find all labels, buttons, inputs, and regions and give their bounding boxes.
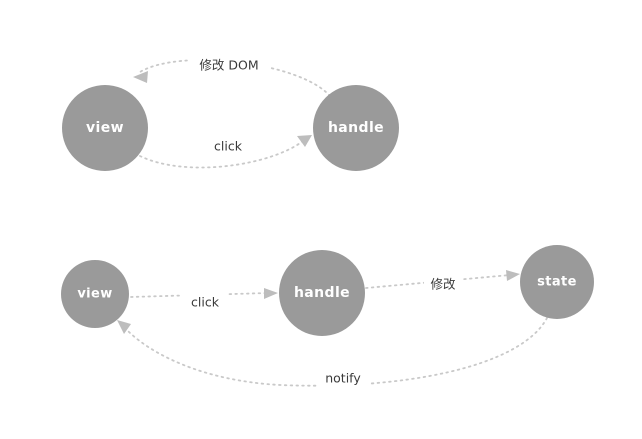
edge-notify-path bbox=[123, 317, 548, 387]
node-top-view[interactable]: view bbox=[62, 85, 148, 171]
edge-modify-dom-label: 修改 DOM bbox=[199, 58, 258, 73]
edge-bottom-modify-label-bg bbox=[424, 275, 462, 294]
edge-bottom-click: click bbox=[130, 288, 278, 311]
edge-top-click: click bbox=[139, 135, 312, 169]
node-bottom-view-label: view bbox=[77, 287, 112, 302]
edge-bottom-click-path bbox=[130, 292, 269, 298]
edge-bottom-modify-arrowhead bbox=[506, 270, 520, 281]
edge-notify-label: notify bbox=[325, 371, 361, 386]
node-bottom-view[interactable]: view bbox=[61, 260, 129, 328]
bottom-flow-group: click 修改 notify view handle bbox=[61, 245, 594, 387]
node-top-view-label: view bbox=[86, 120, 124, 136]
node-top-handle[interactable]: handle bbox=[313, 85, 399, 171]
edge-notify-label-bg bbox=[317, 369, 369, 387]
node-top-view-shape[interactable] bbox=[62, 85, 148, 171]
edge-bottom-click-arrowhead bbox=[264, 288, 278, 299]
node-bottom-state-shape[interactable] bbox=[520, 245, 594, 319]
edge-top-click-arrowhead bbox=[297, 135, 312, 147]
edge-bottom-click-label: click bbox=[191, 295, 220, 310]
edge-notify: notify bbox=[117, 317, 548, 387]
node-top-handle-label: handle bbox=[328, 120, 384, 136]
edge-top-click-path bbox=[139, 140, 304, 169]
node-bottom-handle-label: handle bbox=[294, 285, 350, 301]
edge-top-click-label-bg bbox=[205, 137, 251, 155]
node-bottom-view-shape[interactable] bbox=[61, 260, 129, 328]
edge-bottom-modify-label: 修改 bbox=[430, 277, 456, 292]
edge-notify-arrowhead bbox=[117, 320, 131, 334]
edge-bottom-modify-path bbox=[365, 274, 511, 289]
edge-modify-dom-label-bg bbox=[190, 55, 270, 74]
node-bottom-state[interactable]: state bbox=[520, 245, 594, 319]
node-bottom-handle[interactable]: handle bbox=[279, 250, 365, 336]
edge-modify-dom-arrowhead bbox=[133, 71, 148, 83]
top-flow-group: 修改 DOM click view handle bbox=[62, 55, 399, 171]
edge-bottom-modify: 修改 bbox=[365, 270, 520, 294]
node-bottom-state-label: state bbox=[537, 275, 577, 290]
edge-top-click-label: click bbox=[214, 139, 243, 154]
edge-modify-dom: 修改 DOM bbox=[133, 55, 331, 97]
node-bottom-handle-shape[interactable] bbox=[279, 250, 365, 336]
edge-bottom-click-label-bg bbox=[182, 293, 228, 311]
node-top-handle-shape[interactable] bbox=[313, 85, 399, 171]
